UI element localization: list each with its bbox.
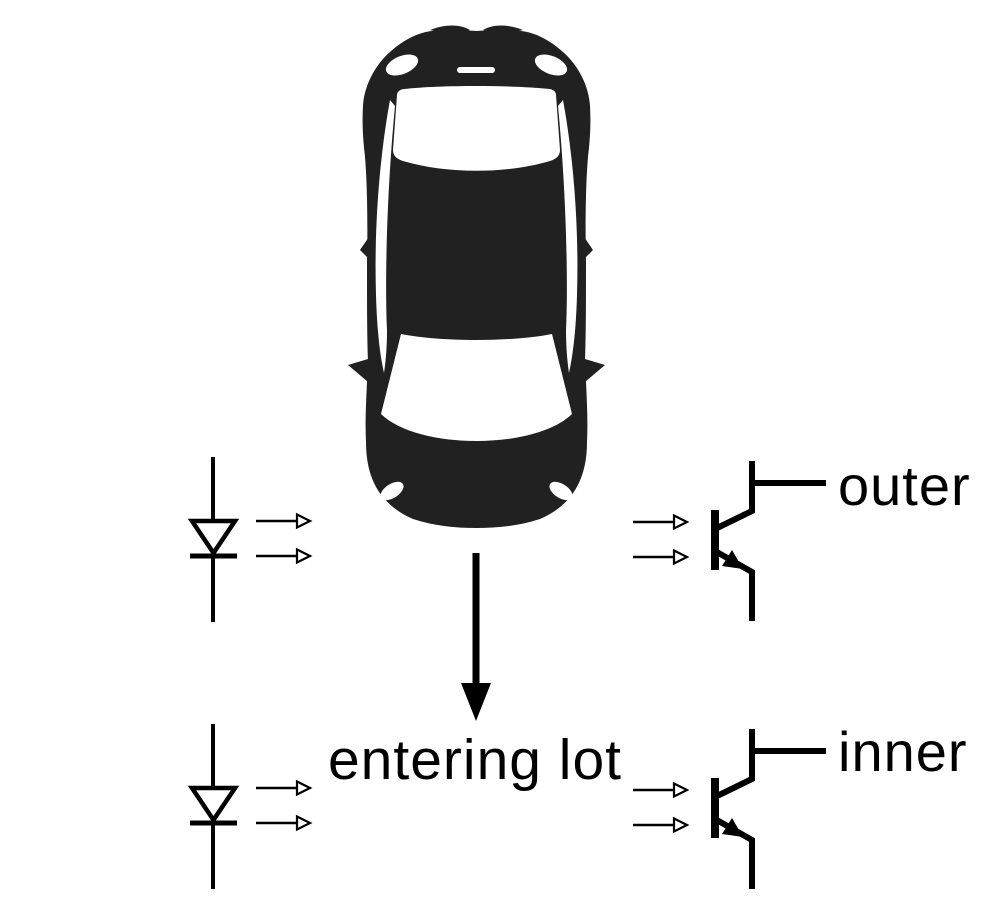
car-left-taillight <box>380 481 404 501</box>
car-left-side-gap <box>375 100 395 373</box>
led-diode-icon-top <box>190 457 310 622</box>
down-arrow-icon <box>461 553 491 721</box>
car-emblem-slot <box>457 67 495 73</box>
phototransistor-icon-outer <box>633 461 826 621</box>
phototransistor-icon-inner <box>633 729 826 889</box>
car-left-mirror <box>360 231 373 263</box>
car-right-taillight <box>549 481 573 501</box>
car-right-mirror <box>580 231 593 263</box>
car-rear-window <box>381 334 572 441</box>
outer-label: outer <box>838 454 971 517</box>
car-right-side-gap <box>558 100 578 373</box>
car-top-view-icon <box>348 25 605 528</box>
inner-label: inner <box>838 720 968 783</box>
car-right-headlight <box>534 54 568 76</box>
car-windshield <box>393 86 560 171</box>
car-right-fin <box>572 356 605 393</box>
car-left-fin <box>348 356 381 393</box>
entering-lot-label: entering lot <box>328 728 622 792</box>
car-left-headlight <box>385 54 419 76</box>
led-diode-icon-bottom <box>190 724 310 889</box>
